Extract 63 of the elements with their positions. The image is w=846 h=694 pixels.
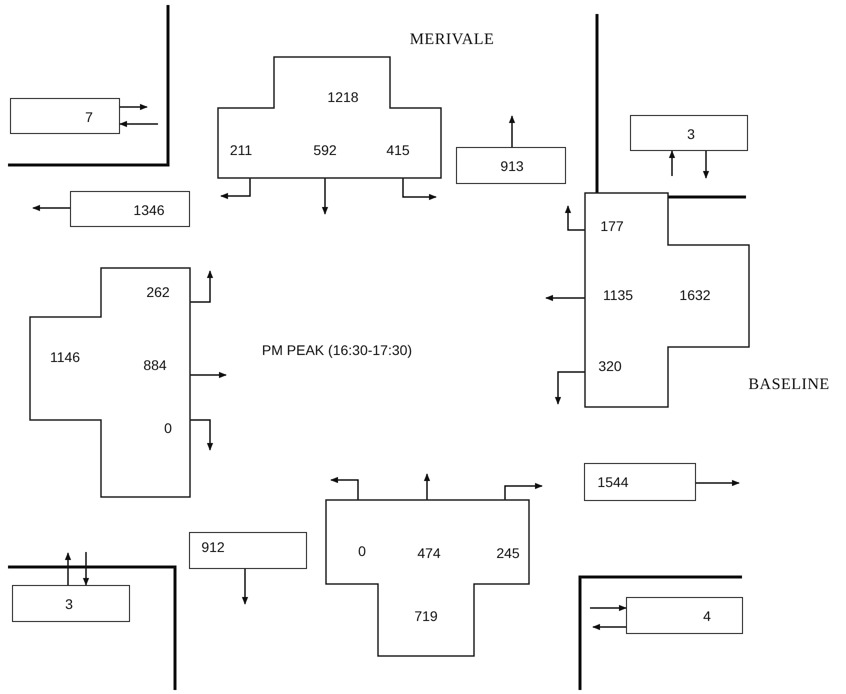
count-value: 913 — [500, 158, 524, 174]
count-value: 1218 — [327, 89, 359, 105]
count-value: 1544 — [597, 474, 629, 490]
count-value: 1146 — [50, 349, 80, 365]
count-value: 320 — [598, 358, 622, 374]
count-value: 262 — [146, 284, 170, 300]
count-panel — [326, 500, 529, 656]
count-value: 0 — [358, 543, 366, 559]
count-value: 474 — [417, 545, 441, 561]
count-value: 177 — [600, 218, 624, 234]
arrow — [330, 476, 359, 500]
count-value: 884 — [143, 357, 167, 373]
count-box — [12, 585, 130, 622]
count-value: 7 — [85, 109, 93, 125]
count-value: 912 — [201, 539, 225, 555]
arrow — [64, 552, 72, 585]
count-panel — [30, 268, 190, 497]
arrow — [554, 371, 585, 405]
arrow — [668, 150, 676, 176]
arrow — [402, 178, 437, 200]
count-value: 3 — [687, 126, 695, 142]
count-box — [10, 98, 120, 134]
count-value: 4 — [703, 608, 711, 624]
arrow — [504, 482, 543, 500]
count-box — [626, 597, 743, 634]
arrow — [120, 104, 148, 110]
street-name: MERIVALE — [410, 31, 494, 49]
count-box — [70, 191, 190, 227]
arrow — [564, 205, 585, 231]
count-panel — [218, 57, 441, 178]
count-value: 0 — [164, 420, 172, 436]
arrow — [190, 372, 227, 378]
count-value: 592 — [313, 142, 337, 158]
arrow — [190, 270, 214, 303]
arrow — [119, 120, 158, 128]
arrow — [220, 178, 251, 200]
arrow — [32, 204, 70, 212]
arrow — [424, 473, 430, 500]
arrow — [82, 552, 90, 586]
period-label: PM PEAK (16:30-17:30) — [262, 342, 412, 358]
street-name: BASELINE — [748, 376, 830, 394]
arrow — [545, 294, 585, 302]
arrow — [322, 178, 328, 215]
count-value: 719 — [414, 608, 438, 624]
count-value: 3 — [65, 596, 73, 612]
count-box — [189, 532, 307, 569]
count-value: 415 — [386, 142, 410, 158]
arrow — [242, 569, 248, 605]
arrow — [696, 480, 740, 486]
count-value: 1346 — [133, 202, 165, 218]
count-panel — [585, 193, 749, 407]
count-box — [584, 463, 696, 501]
count-box — [630, 115, 748, 151]
arrow — [702, 151, 710, 179]
arrow — [590, 604, 627, 612]
count-value: 211 — [230, 142, 252, 158]
count-value: 245 — [496, 545, 520, 561]
count-value: 1632 — [679, 287, 711, 303]
count-box — [456, 147, 566, 184]
count-value: 1135 — [602, 287, 634, 303]
arrow — [592, 624, 626, 630]
arrow — [508, 115, 516, 147]
arrow — [190, 419, 214, 451]
